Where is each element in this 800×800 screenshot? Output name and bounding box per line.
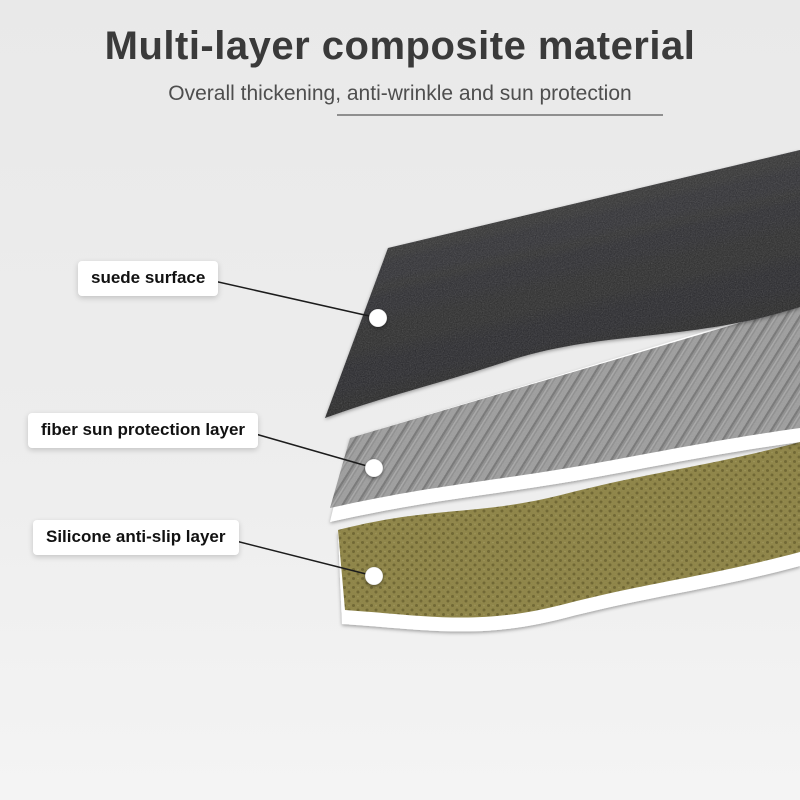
callout-line-fiber xyxy=(244,430,375,469)
callout-dot-silicone xyxy=(364,566,384,586)
subtitle-underline xyxy=(337,114,663,116)
callout-line-silicone xyxy=(227,538,375,577)
page-subtitle: Overall thickening, anti-wrinkle and sun… xyxy=(168,82,632,105)
callout-label-suede: suede surface xyxy=(78,261,219,296)
callout-dot-fiber xyxy=(364,458,384,478)
callout-dot-suede xyxy=(368,308,388,328)
page-title: Multi-layer composite material xyxy=(104,24,696,68)
callout-label-silicone: Silicone anti-slip layer xyxy=(33,520,239,555)
callouts xyxy=(204,278,388,586)
callout-line-suede xyxy=(204,278,379,319)
callout-label-fiber: fiber sun protection layer xyxy=(28,413,259,448)
